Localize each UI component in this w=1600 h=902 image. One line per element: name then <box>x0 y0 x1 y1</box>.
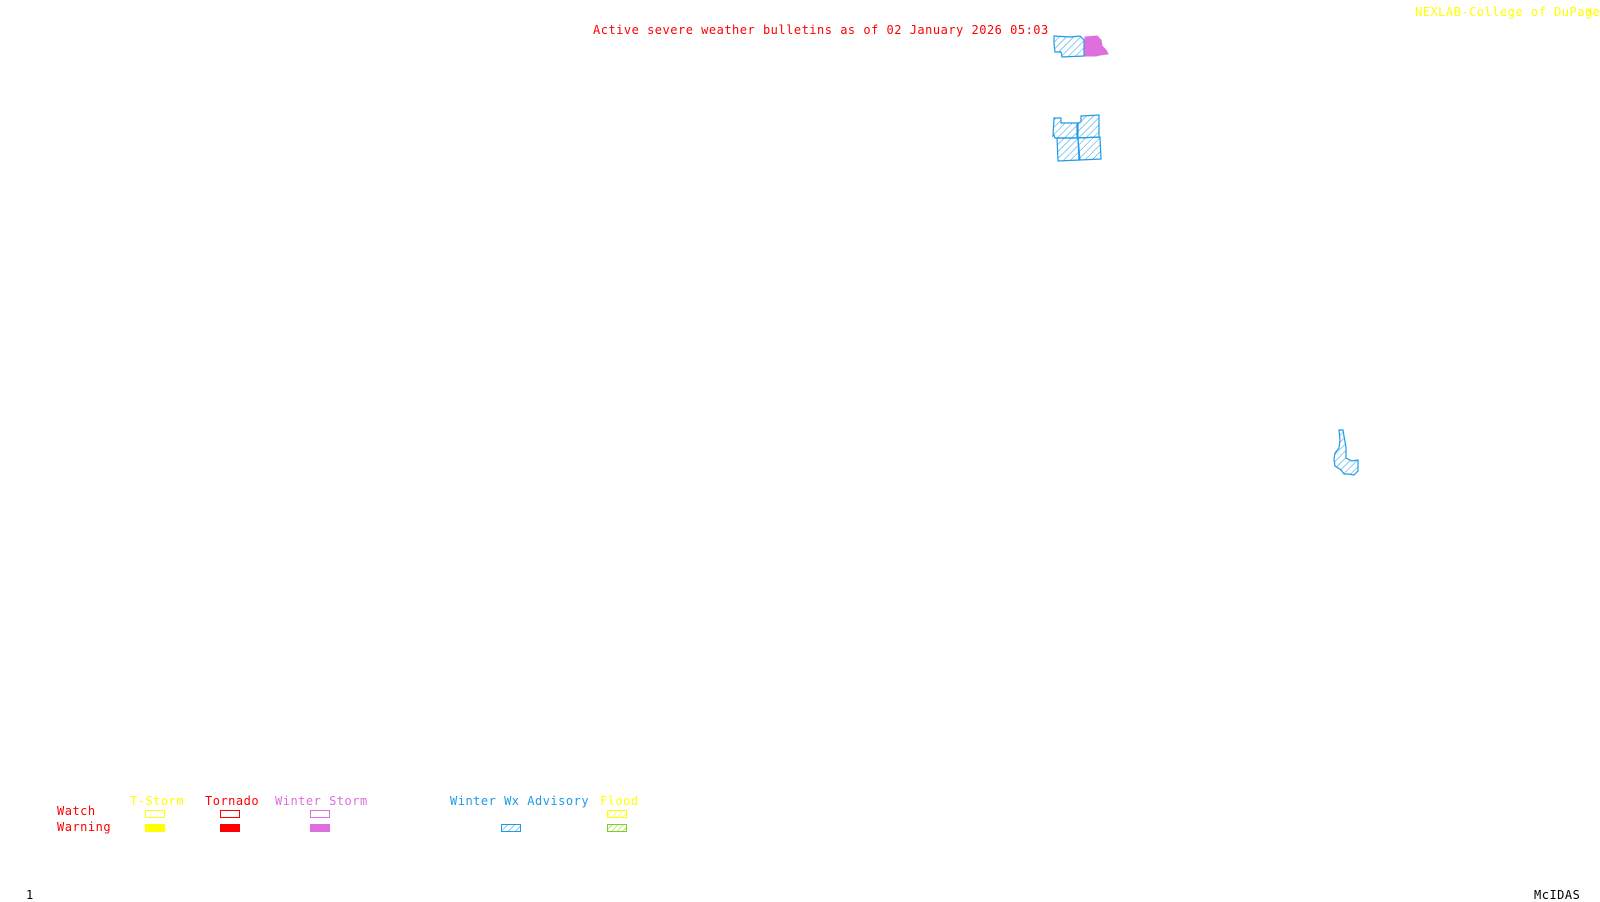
legend-tornado-watch-swatch <box>220 810 240 818</box>
legend-watch-label: Watch <box>57 804 96 818</box>
legend-winter-wx-advisory-warning-swatch <box>501 824 521 832</box>
legend-flood-watch-swatch <box>607 810 627 818</box>
legend-winter-storm-label: Winter Storm <box>275 794 368 808</box>
northeast-advisory-area <box>1053 35 1085 58</box>
legend-tstorm-label: T-Storm <box>130 794 185 808</box>
software-label: McIDAS <box>1534 888 1581 902</box>
legend-winter-storm-warning-swatch <box>310 824 330 832</box>
frame-number: 1 <box>26 888 34 902</box>
northeast-winter-storm-area <box>1084 35 1109 57</box>
legend-tstorm-warning-swatch <box>145 824 165 832</box>
arrow-icon: ⇱ <box>1586 4 1594 18</box>
legend-winter-storm-watch-swatch <box>310 810 330 818</box>
county-group-advisory-area <box>1052 114 1102 162</box>
legend-tornado-warning-swatch <box>220 824 240 832</box>
legend-winter-wx-advisory-label: Winter Wx Advisory <box>450 794 590 808</box>
southeast-advisory-area <box>1333 429 1359 476</box>
legend-flood-warning-swatch <box>607 824 627 832</box>
page-title: Active severe weather bulletins as of 02… <box>593 23 1049 37</box>
legend-flood-label: Flood <box>600 794 639 808</box>
legend-tornado-label: Tornado <box>205 794 260 808</box>
legend-warning-label: Warning <box>57 820 112 834</box>
legend-tstorm-watch-swatch <box>145 810 165 818</box>
credit-text: NEXLAB-College of DuPage <box>1415 5 1600 19</box>
